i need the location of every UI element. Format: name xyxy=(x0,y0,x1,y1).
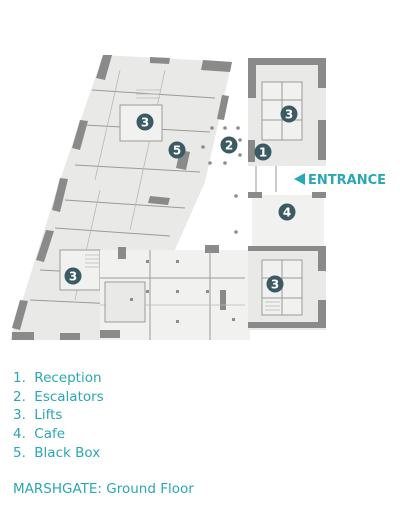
south-block xyxy=(100,245,250,340)
legend-item-escalators: 2. Escalators xyxy=(13,388,104,407)
marker-escalators[interactable]: 2 xyxy=(220,136,238,154)
map-caption: MARSHGATE: Ground Floor xyxy=(13,481,194,497)
svg-text:3: 3 xyxy=(69,270,77,284)
svg-text:3: 3 xyxy=(285,108,293,122)
entrance-arrow-icon xyxy=(294,173,305,185)
marker-lifts-east-upper[interactable]: 3 xyxy=(280,105,298,123)
atrium-columns xyxy=(201,126,242,234)
legend-label: Escalators xyxy=(34,388,104,405)
svg-text:5: 5 xyxy=(173,144,181,158)
floor-plan-map: ENTRANCE 3 5 2 1 3 4 3 3 xyxy=(10,55,386,340)
entrance-marker: ENTRANCE xyxy=(294,173,386,188)
marker-black-box[interactable]: 5 xyxy=(168,141,186,159)
legend-number: 1. xyxy=(13,370,26,386)
legend-number: 5. xyxy=(13,444,26,461)
svg-text:4: 4 xyxy=(283,206,291,220)
marker-cafe[interactable]: 4 xyxy=(278,203,296,221)
legend-item-cafe: 4. Cafe xyxy=(13,425,104,444)
legend-number: 4. xyxy=(13,426,26,443)
legend-label: Cafe xyxy=(34,426,66,443)
marker-lifts-west-upper[interactable]: 3 xyxy=(136,113,154,131)
marker-lifts-west-lower[interactable]: 3 xyxy=(64,267,82,285)
legend-label: Black Box xyxy=(34,444,101,461)
svg-text:3: 3 xyxy=(141,116,149,130)
west-wing xyxy=(10,55,232,340)
svg-text:1: 1 xyxy=(259,146,267,160)
map-legend: 1. Reception 2. Escalators 3. Lifts 4. C… xyxy=(13,369,104,462)
legend-number: 3. xyxy=(13,407,26,424)
entrance-label: ENTRANCE xyxy=(308,173,386,188)
marker-lifts-east-lower[interactable]: 3 xyxy=(266,275,284,293)
legend-label: Lifts xyxy=(34,407,63,424)
marker-reception[interactable]: 1 xyxy=(254,143,272,161)
legend-label: Reception xyxy=(34,370,102,386)
svg-text:3: 3 xyxy=(271,278,279,292)
legend-item-reception: 1. Reception xyxy=(13,369,104,388)
svg-text:2: 2 xyxy=(225,139,233,153)
legend-number: 2. xyxy=(13,388,26,405)
legend-item-black-box: 5. Black Box xyxy=(13,444,104,463)
east-tower xyxy=(248,58,326,330)
legend-item-lifts: 3. Lifts xyxy=(13,406,104,425)
